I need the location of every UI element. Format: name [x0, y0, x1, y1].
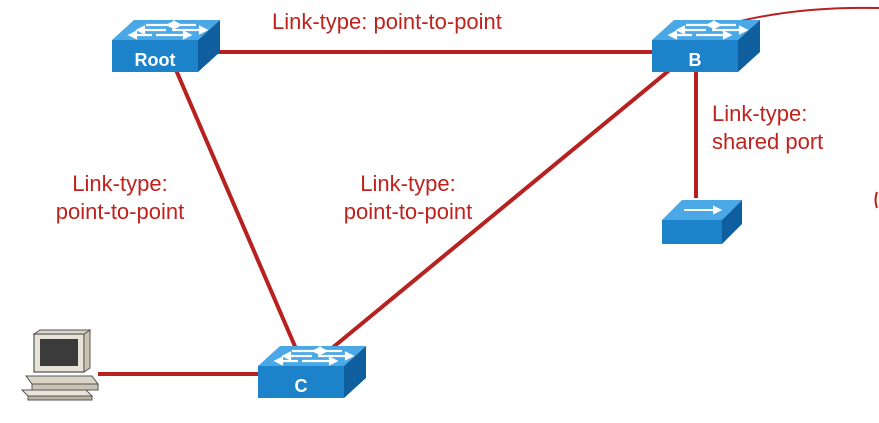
link-root-c [174, 69, 302, 359]
link-label-b-hub-line2: shared port [712, 129, 824, 154]
switch-label-b: B [689, 50, 702, 70]
c-switch[interactable]: C [256, 344, 368, 400]
link-label-b-hub: Link-type: shared port [712, 100, 823, 156]
link-label-b-c: Link-type: point-to-point [318, 170, 498, 226]
link-label-b-c-line2: point-to-point [343, 199, 473, 224]
root-switch[interactable]: Root [110, 18, 222, 74]
link-label-root-b: Link-type: point-to-point [272, 8, 502, 36]
offscreen-arc [874, 191, 878, 209]
link-label-root-c: Link-type: point-to-point [30, 170, 210, 226]
link-label-b-hub-line1: Link-type: [712, 101, 808, 126]
link-label-root-c-line2: point-to-point [55, 199, 185, 224]
link-label-b-c-line1: Link-type: [360, 171, 456, 196]
switch-label-root: Root [135, 50, 176, 70]
link-label-root-b-line1: Link-type: point-to-point [272, 9, 502, 34]
switch-label-c: C [295, 376, 308, 396]
link-label-root-c-line1: Link-type: [72, 171, 168, 196]
computer-icon[interactable] [20, 329, 99, 401]
b-switch[interactable]: B [650, 18, 762, 74]
link-b-c [318, 66, 674, 360]
hub-icon[interactable] [662, 200, 742, 244]
